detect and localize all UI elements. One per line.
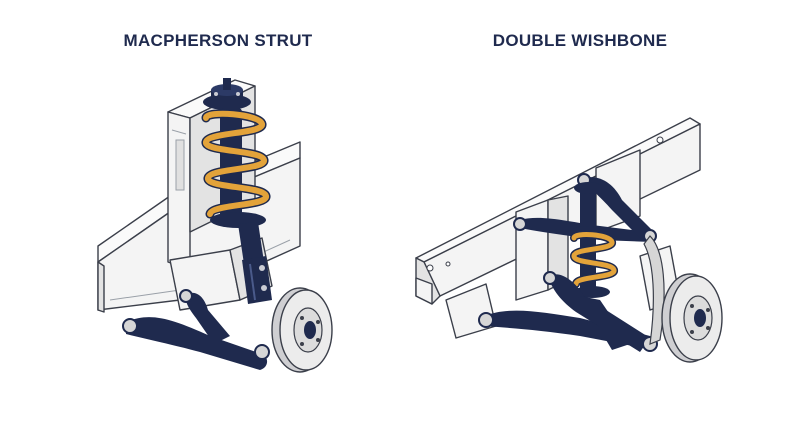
double-wishbone-assembly — [415, 117, 723, 363]
macpherson-assembly — [97, 78, 333, 373]
left-lower-control-arm — [122, 289, 270, 370]
double-wishbone-title: DOUBLE WISHBONE — [492, 31, 668, 50]
upright-knuckle — [643, 235, 665, 345]
lower-wishbone — [478, 271, 658, 352]
right-brake-rotor — [661, 273, 723, 363]
left-brake-rotor — [271, 287, 333, 373]
strut-lower-tube — [238, 222, 272, 304]
strut-top-mount — [203, 78, 251, 110]
macpherson-strut-title: MACPHERSON STRUT — [123, 31, 313, 50]
